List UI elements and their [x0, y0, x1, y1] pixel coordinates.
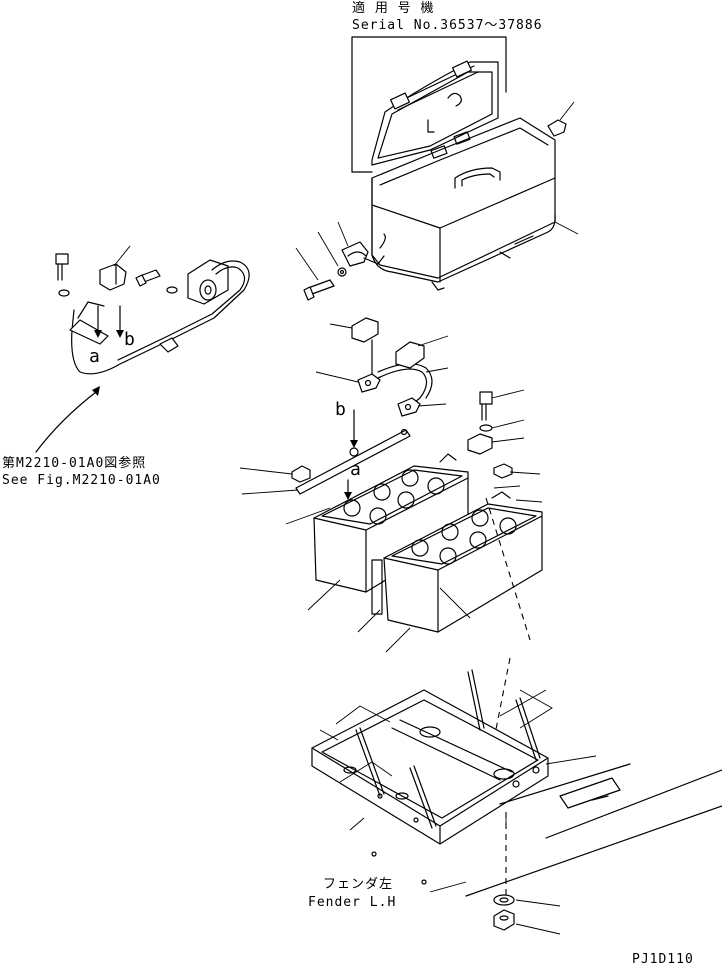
- hold-down-bar: [239, 409, 411, 500]
- cable-terminals: [315, 317, 449, 417]
- callout-b-left: b: [124, 329, 136, 350]
- cable-subassembly: [35, 245, 250, 453]
- callout-a-main: a: [350, 459, 362, 480]
- fender-en: Fender L.H: [308, 895, 396, 910]
- battery-cover: [371, 60, 556, 291]
- serial-note-number: Serial No.36537～37886: [352, 18, 543, 33]
- cover-hinge-parts: [295, 221, 386, 301]
- cover-bolt: [547, 101, 575, 137]
- serial-note-title: 適 用 号 機: [352, 0, 434, 16]
- reference-en: See Fig.M2210-01A0: [2, 473, 161, 488]
- fender-jp: フェンダ左: [323, 877, 393, 892]
- fender-outline: [371, 763, 722, 897]
- bottom-fasteners: [493, 812, 561, 935]
- serial-bracket: [351, 36, 507, 173]
- drawing-code: PJ1D110: [632, 952, 694, 966]
- alignment-lines: [485, 497, 531, 900]
- reference-jp: 第M2210-01A0図参照: [2, 455, 146, 471]
- callout-b-main: b: [335, 399, 347, 420]
- battery-right: [357, 491, 543, 653]
- leader-cover: [554, 221, 579, 235]
- battery-tray: [311, 669, 597, 845]
- hold-down-parts: [467, 389, 543, 503]
- callout-a-left: a: [89, 346, 101, 367]
